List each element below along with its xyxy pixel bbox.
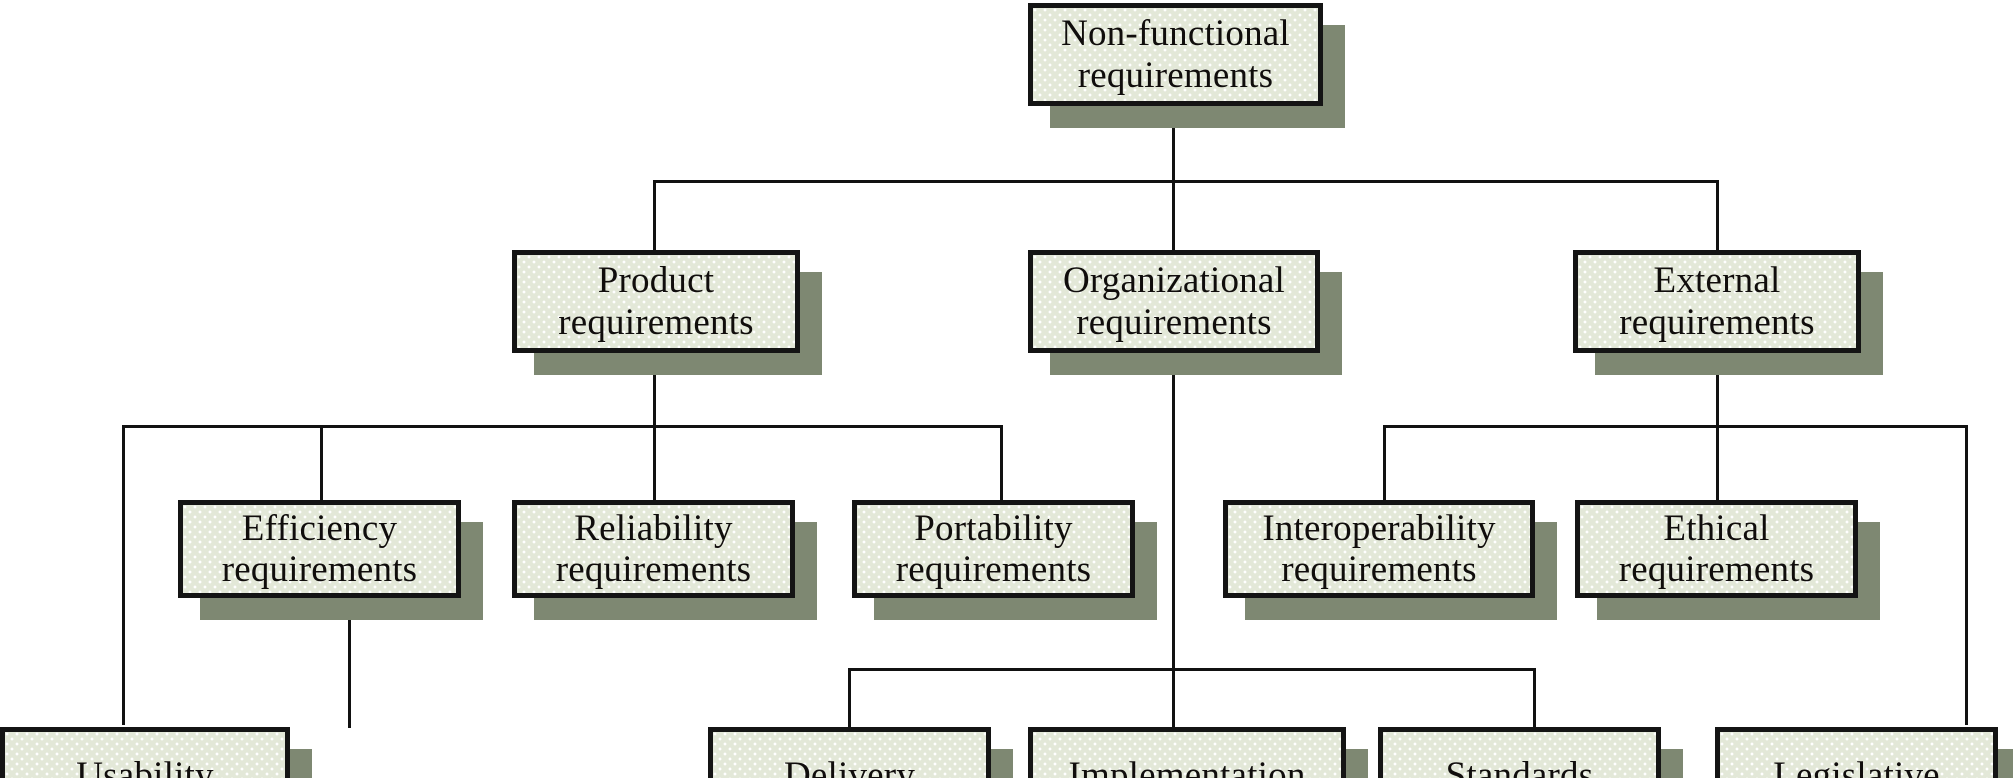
- node-face: Reliability requirements: [512, 500, 795, 598]
- node-usability[interactable]: Usability: [0, 727, 312, 778]
- edge-to-efficiency: [320, 425, 323, 503]
- edge-to-interoperability: [1383, 425, 1386, 503]
- node-label: Reliability requirements: [555, 507, 752, 590]
- edge-bus-external-children: [1383, 425, 1968, 428]
- node-face: Usability: [0, 727, 290, 778]
- node-face: External requirements: [1573, 250, 1861, 353]
- node-face: Interoperability requirements: [1223, 500, 1535, 598]
- node-label: Product requirements: [558, 260, 754, 343]
- edge-organizational-down: [1172, 355, 1175, 671]
- node-label: Standards: [1445, 754, 1594, 778]
- node-label: Non-functional requirements: [1061, 13, 1290, 96]
- edge-to-organizational: [1172, 180, 1175, 252]
- node-delivery[interactable]: Delivery: [708, 727, 1013, 778]
- node-standards[interactable]: Standards: [1378, 727, 1683, 778]
- node-interoperability-requirements[interactable]: Interoperability requirements: [1223, 500, 1557, 620]
- edge-efficiency-down: [348, 598, 351, 728]
- edge-to-product: [653, 180, 656, 252]
- edge-to-delivery: [848, 668, 851, 728]
- node-label: Portability requirements: [895, 507, 1092, 590]
- node-label: Organizational requirements: [1063, 260, 1285, 343]
- node-efficiency-requirements[interactable]: Efficiency requirements: [178, 500, 483, 620]
- edge-to-portability: [1000, 425, 1003, 503]
- node-label: Interoperability requirements: [1262, 507, 1496, 590]
- node-label: External requirements: [1619, 260, 1815, 343]
- edge-to-standards: [1533, 668, 1536, 728]
- edge-product-down: [653, 355, 656, 427]
- edge-bus-product-children: [122, 425, 1003, 428]
- node-face: Delivery: [708, 727, 991, 778]
- node-label: Implementation: [1068, 754, 1306, 778]
- edge-to-usability-drop: [122, 425, 125, 725]
- node-reliability-requirements[interactable]: Reliability requirements: [512, 500, 817, 620]
- node-face: Efficiency requirements: [178, 500, 461, 598]
- node-implementation[interactable]: Implementation: [1028, 727, 1368, 778]
- edge-to-legislative-drop: [1965, 425, 1968, 725]
- node-face: Portability requirements: [852, 500, 1135, 598]
- node-external-requirements[interactable]: External requirements: [1573, 250, 1883, 375]
- edge-external-down: [1716, 355, 1719, 427]
- node-label: Efficiency requirements: [221, 507, 418, 590]
- node-label: Ethical requirements: [1618, 507, 1815, 590]
- node-face: Product requirements: [512, 250, 800, 353]
- node-face: Organizational requirements: [1028, 250, 1320, 353]
- edge-to-external: [1716, 180, 1719, 252]
- node-legislative[interactable]: Legislative: [1715, 727, 2013, 778]
- node-portability-requirements[interactable]: Portability requirements: [852, 500, 1157, 620]
- node-label: Delivery: [783, 754, 916, 778]
- node-face: Legislative: [1715, 727, 1998, 778]
- node-organizational-requirements[interactable]: Organizational requirements: [1028, 250, 1342, 375]
- node-non-functional-requirements[interactable]: Non-functional requirements: [1028, 3, 1345, 128]
- node-label: Legislative: [1773, 754, 1940, 778]
- edge-bus-organizational-children: [848, 668, 1536, 671]
- edge-to-implementation: [1172, 668, 1175, 728]
- edge-to-ethical: [1716, 425, 1719, 503]
- node-face: Non-functional requirements: [1028, 3, 1323, 106]
- edge-bus-level2: [653, 180, 1719, 183]
- edge-root-down: [1172, 105, 1175, 183]
- edge-to-reliability: [653, 425, 656, 503]
- node-product-requirements[interactable]: Product requirements: [512, 250, 822, 375]
- node-face: Ethical requirements: [1575, 500, 1858, 598]
- node-ethical-requirements[interactable]: Ethical requirements: [1575, 500, 1880, 620]
- node-face: Implementation: [1028, 727, 1346, 778]
- node-label: Usability: [76, 754, 214, 778]
- node-face: Standards: [1378, 727, 1661, 778]
